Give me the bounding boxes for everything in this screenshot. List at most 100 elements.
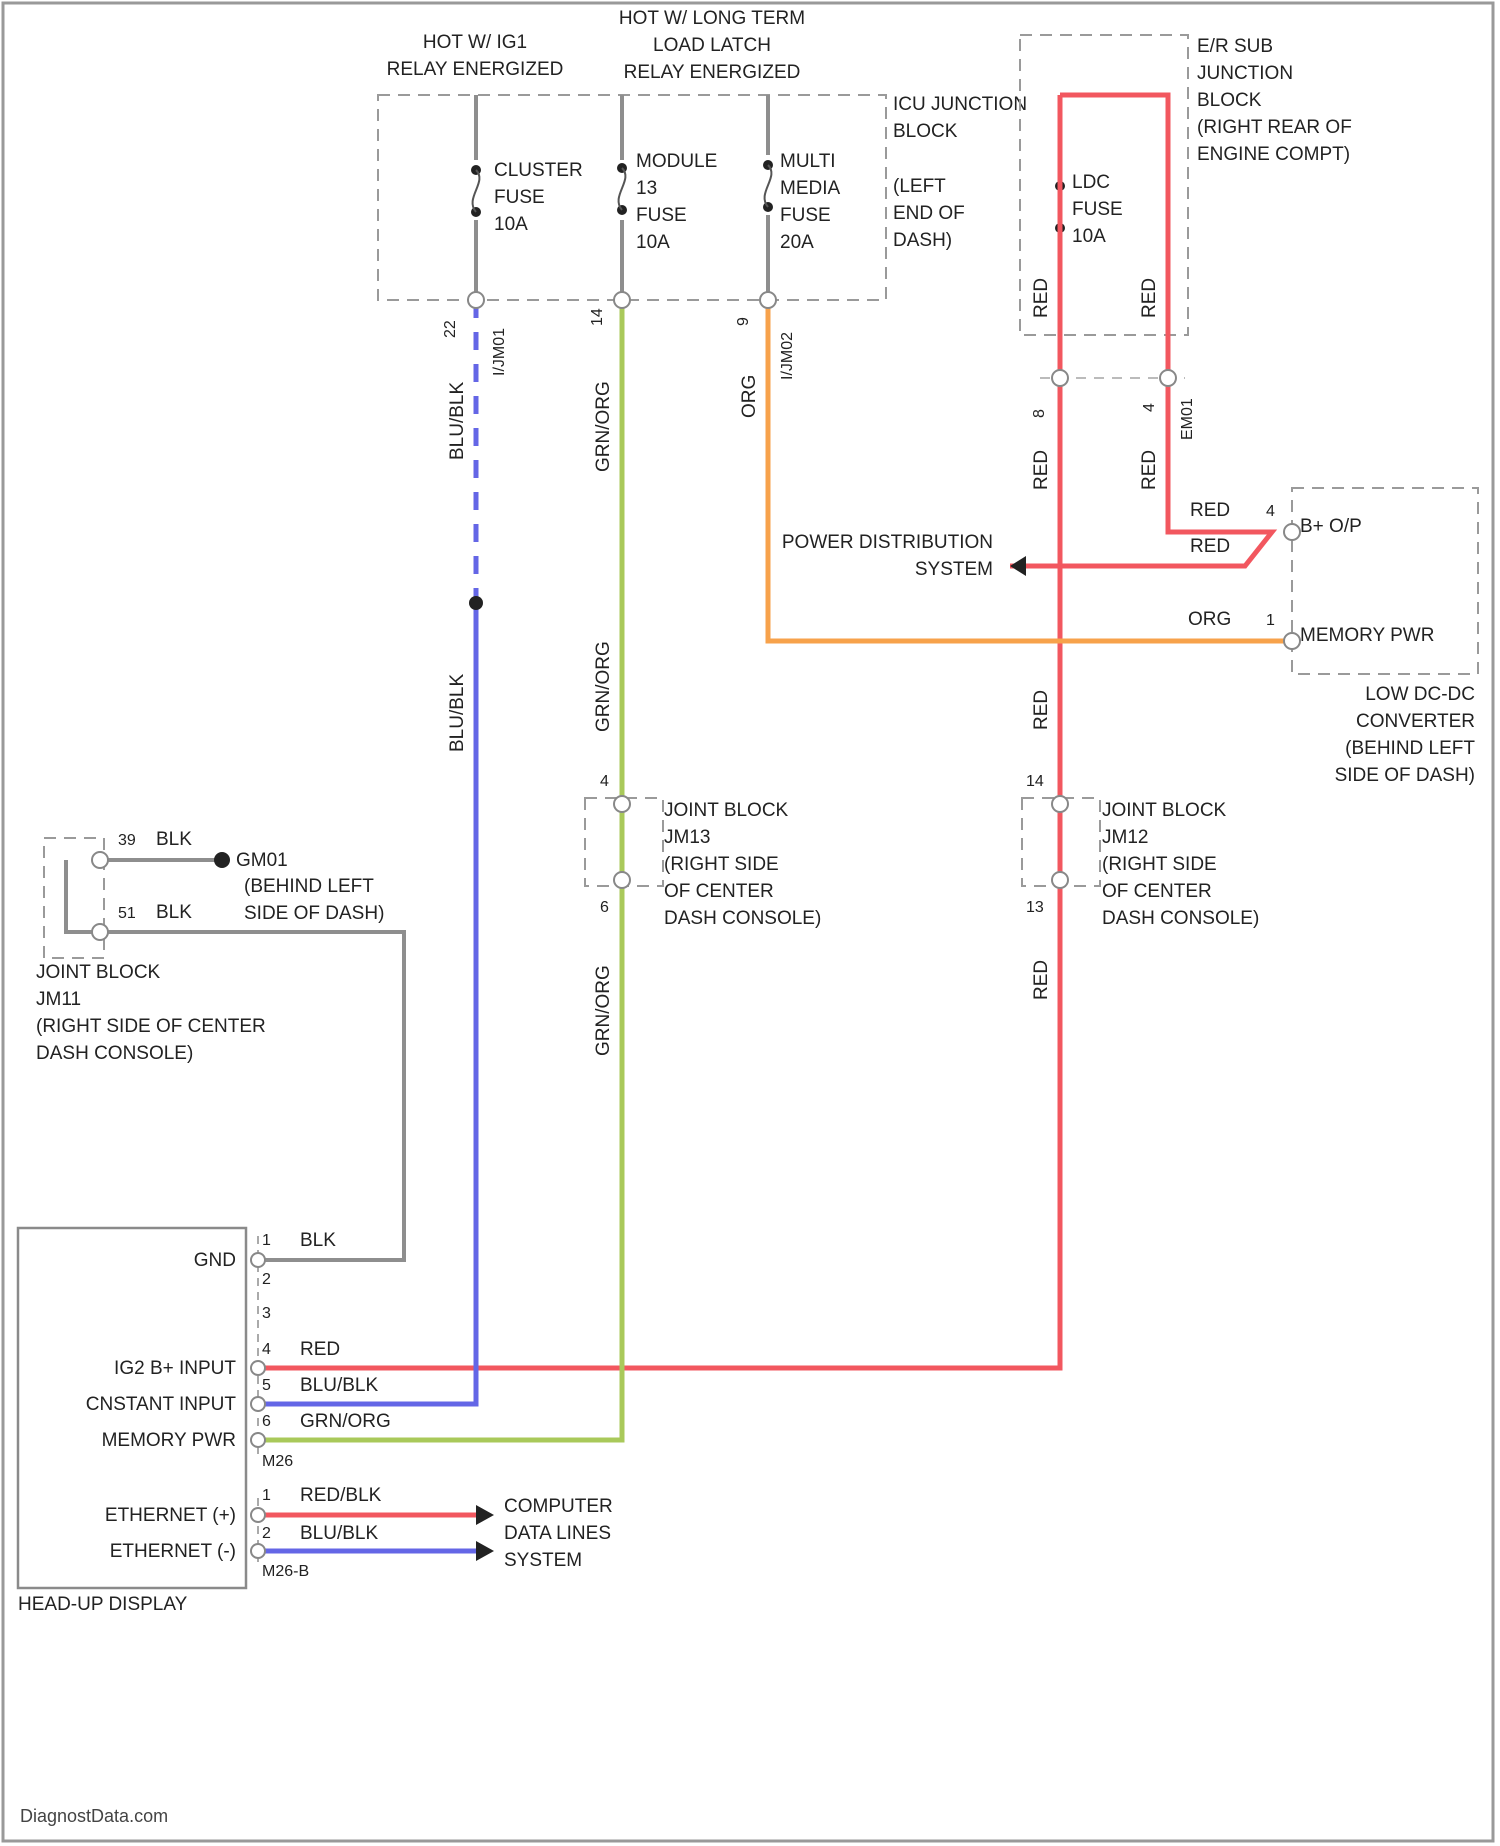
ldc-mem-label: MEMORY PWR [1300,625,1434,646]
multimedia-wire-pin [760,292,776,308]
jm11-l3: (RIGHT SIDE OF CENTER [36,1016,266,1037]
ldc-pin-left: 8 [1031,409,1048,418]
jb-jm13-top-num: 4 [600,773,609,790]
hud-gnd: GND [194,1250,236,1271]
jb-jm13-l4: OF CENTER [664,881,774,902]
ldc-red-label-bottom: RED [1190,536,1230,557]
jb-jm12-l2: JM12 [1102,827,1148,848]
ground-loc-l1: (BEHIND LEFT [244,876,374,897]
cluster-fuse-l1: CLUSTER [494,160,583,181]
ldc-name-l2: CONVERTER [1356,711,1475,732]
hud-eth-pin1: 1 [262,1487,271,1504]
multimedia-fuse-l4: 20A [780,232,814,253]
ground-pin-bottom: 51 [118,905,136,922]
ldc-right-pin [1160,370,1176,386]
orange-wire-label: ORG [739,375,760,418]
red-label-er-left: RED [1031,278,1052,318]
hud-pin4: 4 [262,1341,271,1358]
blue-wire-label-bottom: BLU/BLK [447,674,468,752]
ldc-red-label-top: RED [1190,500,1230,521]
ground-point [214,852,230,868]
blue-splice-dot [469,596,483,610]
hud-pin5: 5 [262,1377,271,1394]
er-block-l1: E/R SUB [1197,36,1273,57]
jb-jm13-l3: (RIGHT SIDE [664,854,779,875]
er-block-l3: BLOCK [1197,90,1262,111]
jb-jm13-l1: JOINT BLOCK [664,800,789,821]
jb-jm13-l2: JM13 [664,827,710,848]
icu-block-line4: END OF [893,203,965,224]
module-fuse-l3: FUSE [636,205,687,226]
jb-jm13-l5: DASH CONSOLE) [664,908,821,929]
ldc-name-l3: (BEHIND LEFT [1345,738,1475,759]
red-wire-ig2 [255,95,1060,1368]
hud-ig-input: IG2 B+ INPUT [114,1358,236,1379]
ground-bridge [66,860,100,932]
hud-pin5-c [251,1397,265,1411]
cdl-l1: COMPUTER [504,1496,613,1517]
ldc-mem-pin [1284,633,1300,649]
ldc-fuse-l3: 10A [1072,226,1106,247]
multimedia-fuse-l1: MULTI [780,151,836,172]
green-wire-label-bottom: GRN/ORG [593,965,614,1056]
hud-pin3: 3 [262,1305,271,1322]
module-pin: 14 [589,308,606,326]
jb-jm12-bottom-pin [1052,872,1068,888]
ldc-pin-right: 4 [1141,403,1158,412]
cluster-pin: 22 [442,320,459,338]
ldc-name-l1: LOW DC-DC [1365,684,1475,705]
hud-mem-pwr: MEMORY PWR [102,1430,236,1451]
hud-red-label: RED [300,1339,340,1360]
module-fuse-l4: 10A [636,232,670,253]
cluster-fuse-symbol [466,160,486,220]
ldc-org-label: ORG [1188,609,1231,630]
ground-pin-top: 39 [118,832,136,849]
red-wire-ldc [1010,95,1272,566]
red-label-lower: RED [1031,960,1052,1000]
orange-wire-memory [768,300,1292,641]
hud-pin1-c [251,1253,265,1267]
ldc-mem-pin-num: 1 [1266,612,1275,629]
er-block-l4: (RIGHT REAR OF [1197,117,1352,138]
ldc-left-pin [1052,370,1068,386]
ldc-bplus-label: B+ O/P [1300,516,1362,537]
cdl-arrow-minus [476,1541,494,1561]
hot-ig1-line1: HOT W/ IG1 [423,32,527,53]
module-fuse-l1: MODULE [636,151,717,172]
jb-jm12-l1: JOINT BLOCK [1102,800,1227,821]
hud-pin4-c [251,1361,265,1375]
hud-blublk-label: BLU/BLK [300,1375,378,1396]
jm11-l1: JOINT BLOCK [36,962,161,983]
cdl-l2: DATA LINES [504,1523,611,1544]
ground-id: GM01 [236,850,288,871]
er-block-l2: JUNCTION [1197,63,1293,84]
ldc-name-l4: SIDE OF DASH) [1335,765,1475,786]
hud-eth-plus: ETHERNET (+) [105,1505,236,1526]
cluster-fuse-l3: 10A [494,214,528,235]
hud-eth-blublk-label: BLU/BLK [300,1523,378,1544]
hud-eth2-c [251,1544,265,1558]
ground-blk-bottom: BLK [156,902,192,923]
hud-grnorg-label: GRN/ORG [300,1411,391,1432]
ldc-fuse-l2: FUSE [1072,199,1123,220]
hot-load-line2: LOAD LATCH [653,35,771,56]
ldc-bplus-pin [1284,524,1300,540]
jb-jm13-bottom-pin [614,872,630,888]
hud-const-input: CNSTANT INPUT [86,1394,237,1415]
multimedia-fuse-symbol [758,155,778,215]
icu-block-line3: (LEFT [893,176,946,197]
blue-wire-label-top: BLU/BLK [447,382,468,460]
red-label-mid: RED [1031,690,1052,730]
jb-jm12-top-pin [1052,796,1068,812]
power-dist-l1: POWER DISTRIBUTION [782,532,993,553]
icu-block-line5: DASH) [893,230,952,251]
jm11-l4: DASH CONSOLE) [36,1043,193,1064]
cluster-fuse-l2: FUSE [494,187,545,208]
hud-pin2: 2 [262,1271,271,1288]
blue-wire-constant [255,603,476,1404]
jb-jm12-l3: (RIGHT SIDE [1102,854,1217,875]
green-wire-memory [255,300,622,1440]
red-label-ldc-right: RED [1139,450,1160,490]
